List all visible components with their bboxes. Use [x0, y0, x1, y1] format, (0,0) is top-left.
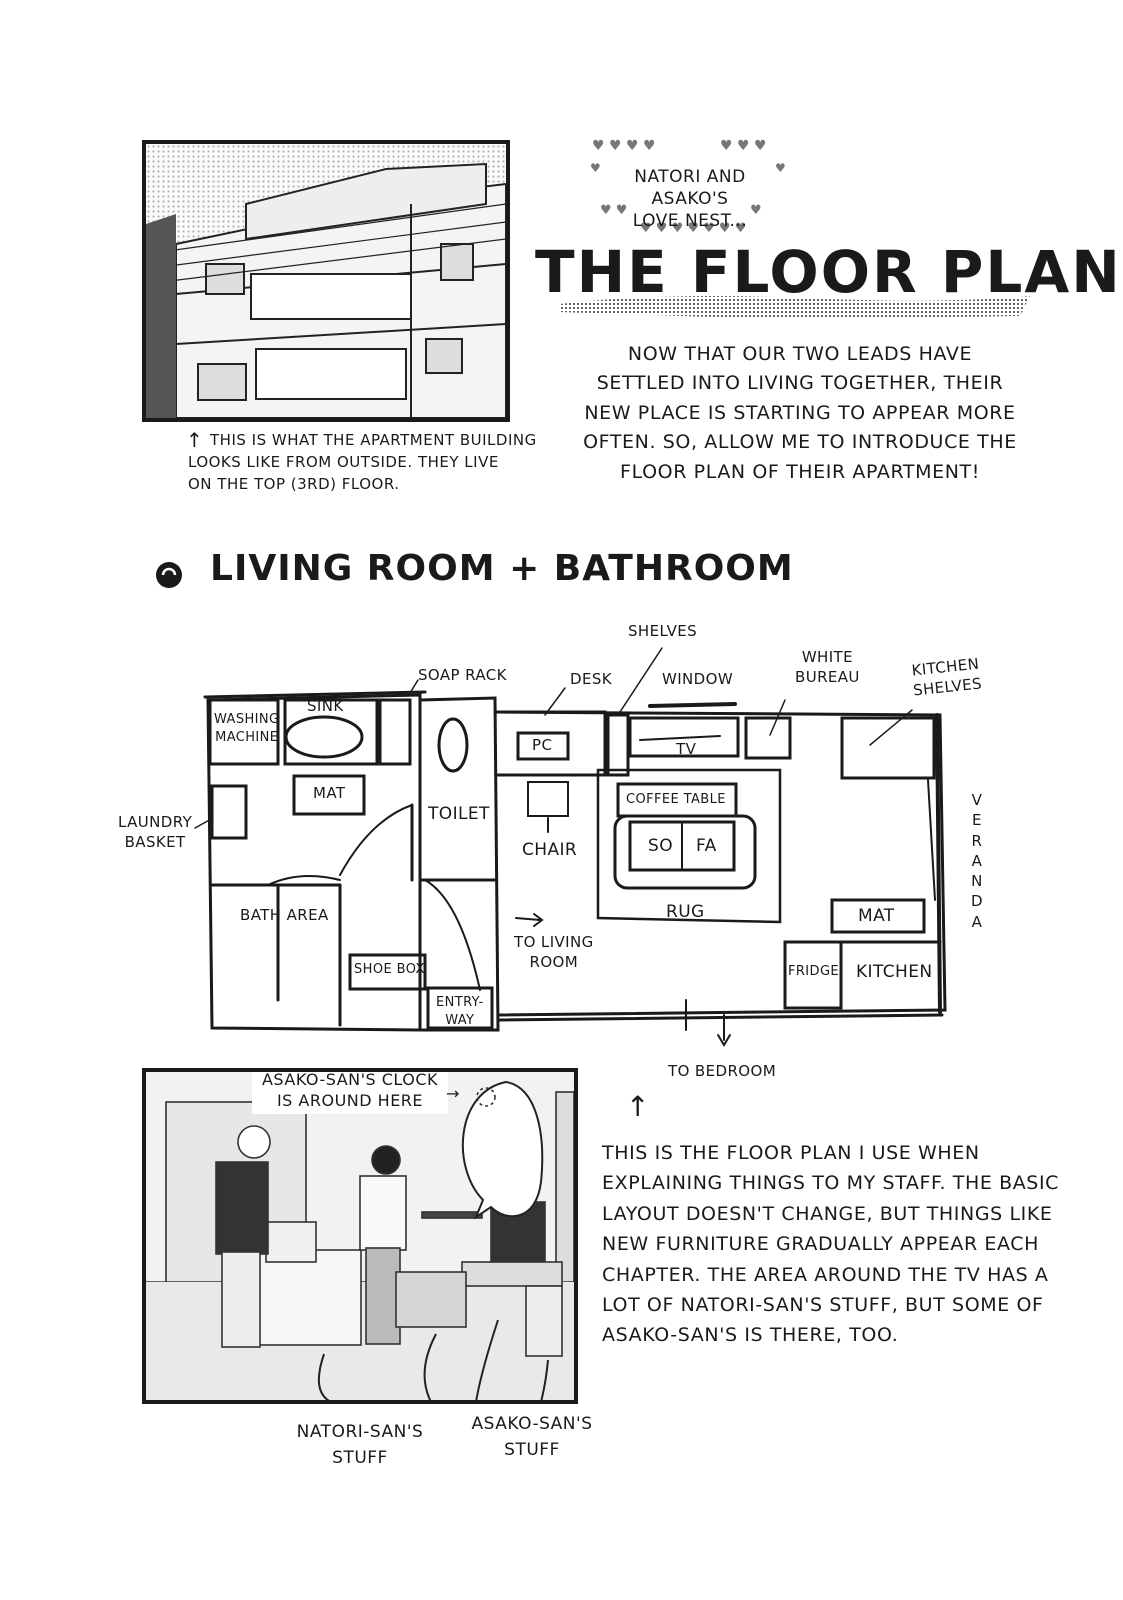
label-entryway: ENTRY- WAY — [436, 994, 484, 1029]
label-toilet: TOILET — [428, 804, 490, 824]
label-washing-machine: WASHING MACHINE — [214, 711, 280, 746]
explanation-line: EXPLAINING THINGS TO MY STAFF. THE BASIC — [602, 1172, 1060, 1195]
label-mat-kitchen: MAT — [858, 906, 895, 926]
floor-plan-walls — [194, 647, 947, 1047]
label-line: MACHINE — [215, 729, 279, 745]
natori-stuff-label: NATORI-SAN'S STUFF — [290, 1420, 430, 1471]
label-fridge: FRIDGE — [788, 964, 840, 979]
label-desk: DESK — [570, 670, 612, 688]
label-kitchen: KITCHEN — [856, 962, 933, 982]
building-caption-line: LOOKS LIKE FROM OUTSIDE. THEY LIVE — [188, 452, 499, 471]
title-underline-tone — [560, 290, 1030, 320]
intro-line: NOW THAT OUR TWO LEADS HAVE — [627, 343, 973, 365]
floor-plan: SHELVES SOAP RACK DESK WINDOW WHITE BURE… — [0, 600, 1123, 1100]
svg-text:♥ ♥: ♥ ♥ — [600, 203, 627, 218]
arrow-right-icon: → — [446, 1084, 460, 1103]
up-arrow-icon: ↑ — [186, 428, 204, 452]
label-bath-area: BATH AREA — [240, 906, 329, 924]
building-caption: ↑ THIS IS WHAT THE APARTMENT BUILDING LO… — [186, 428, 538, 495]
intro-line: OFTEN. SO, ALLOW ME TO INTRODUCE THE — [583, 431, 1017, 454]
up-arrow-icon: ↑ — [626, 1090, 650, 1123]
intro-paragraph: NOW THAT OUR TWO LEADS HAVE SETTLED INTO… — [580, 340, 1020, 487]
building-caption-line: ON THE TOP (3RD) FLOOR. — [188, 474, 400, 493]
label-mat-bath: MAT — [313, 784, 346, 802]
svg-text:♥ ♥ ♥ ♥ ♥ ♥ ♥: ♥ ♥ ♥ ♥ ♥ ♥ ♥ — [640, 221, 746, 236]
interior-illustration-panel: ASAKO-SAN'S CLOCK IS AROUND HERE → — [142, 1068, 578, 1404]
asako-stuff-label: ASAKO-SAN'S STUFF — [462, 1412, 602, 1463]
label-line: TO LIVING — [514, 933, 594, 951]
label-rug: RUG — [666, 902, 705, 922]
svg-text:♥ ♥ ♥: ♥ ♥ ♥ — [720, 138, 767, 154]
natori-stuff-line: NATORI-SAN'S — [296, 1422, 424, 1442]
label-window: WINDOW — [662, 670, 734, 688]
label-shelves: SHELVES — [628, 622, 698, 640]
page-title: THE FLOOR PLAN! — [535, 238, 1123, 306]
intro-line: NEW PLACE IS STARTING TO APPEAR MORE — [584, 401, 1016, 424]
label-veranda: VERANDA — [970, 791, 984, 931]
intro-line: FLOOR PLAN OF THEIR APARTMENT! — [620, 460, 980, 483]
label-line: WASHING — [214, 712, 280, 727]
label-kitchen-shelves: KITCHEN SHELVES — [910, 654, 983, 700]
living-room-drawing — [146, 1072, 574, 1400]
clock-caption-line: IS AROUND HERE — [276, 1090, 424, 1110]
natori-stuff-line: STUFF — [332, 1447, 388, 1468]
tagline-line: LOVE NEST... — [632, 211, 748, 232]
label-sink: SINK — [307, 697, 344, 715]
hearts-decoration: ♥ ♥ ♥ ♥ ♥ ♥ ♥ ♥ ♥ ♥ ♥ ♥ ♥ ♥ ♥ ♥ ♥ ♥ ♥ — [590, 136, 790, 236]
label-line: ROOM — [529, 953, 579, 972]
explanation-line: NEW FURNITURE GRADUALLY APPEAR EACH — [602, 1233, 1040, 1256]
building-caption-line: THIS IS WHAT THE APARTMENT BUILDING — [210, 431, 537, 449]
label-white-bureau: WHITE BUREAU — [795, 648, 860, 687]
explanation-line: CHAPTER. THE AREA AROUND THE TV HAS A — [602, 1263, 1049, 1286]
asako-stuff-line: ASAKO-SAN'S — [471, 1414, 593, 1434]
svg-text:♥ ♥ ♥ ♥: ♥ ♥ ♥ ♥ — [592, 138, 656, 154]
label-to-bedroom: TO BEDROOM — [668, 1062, 777, 1080]
explanation-line: LOT OF NATORI-SAN'S STUFF, BUT SOME OF — [602, 1293, 1044, 1316]
label-laundry-basket: LAUNDRY BASKET — [118, 812, 192, 853]
label-sofa-left: SO — [648, 836, 673, 856]
explanation-line: ASAKO-SAN'S IS THERE, TOO. — [602, 1324, 899, 1347]
label-sofa-right: FA — [696, 836, 717, 856]
tagline: NATORI AND ASAKO'S LOVE NEST... — [594, 166, 786, 232]
section-bullet-icon — [154, 560, 184, 590]
tagline-line: NATORI AND ASAKO'S — [634, 167, 746, 210]
tone-swash — [560, 296, 1030, 318]
label-line: WHITE — [801, 648, 853, 666]
label-line: LAUNDRY — [118, 813, 193, 831]
label-tv: TV — [676, 740, 697, 758]
explanation-line: THIS IS THE FLOOR PLAN I USE WHEN — [602, 1142, 980, 1164]
label-coffee-table: COFFEE TABLE — [626, 792, 726, 807]
intro-line: SETTLED INTO LIVING TOGETHER, THEIR — [596, 372, 1004, 395]
clock-caption: ASAKO-SAN'S CLOCK IS AROUND HERE — [252, 1070, 448, 1114]
label-line: WAY — [445, 1012, 475, 1028]
label-line: ENTRY- — [436, 995, 484, 1010]
clock-caption-line: ASAKO-SAN'S CLOCK — [261, 1070, 439, 1089]
svg-text:♥: ♥ — [775, 161, 786, 175]
label-to-living-room: TO LIVING ROOM — [514, 932, 594, 973]
label-shoe-box: SHOE BOX — [354, 962, 425, 977]
label-pc: PC — [532, 736, 553, 754]
label-chair: CHAIR — [522, 840, 578, 860]
label-soap-rack: SOAP RACK — [418, 666, 507, 684]
explanation-line: LAYOUT DOESN'T CHANGE, BUT THINGS LIKE — [602, 1202, 1053, 1225]
asako-stuff-line: STUFF — [504, 1439, 560, 1460]
section-title: LIVING ROOM + BATHROOM — [210, 548, 794, 589]
heart-icons: ♥ ♥ ♥ ♥ ♥ ♥ ♥ ♥ ♥ ♥ ♥ ♥ ♥ ♥ ♥ ♥ ♥ ♥ ♥ — [590, 138, 786, 236]
building-illustration-panel — [142, 140, 510, 422]
svg-text:♥: ♥ — [590, 161, 601, 175]
explanation-paragraph: THIS IS THE FLOOR PLAN I USE WHEN EXPLAI… — [602, 1138, 1072, 1351]
svg-text:♥: ♥ — [750, 203, 762, 218]
apartment-building-drawing — [146, 144, 506, 418]
label-line: BUREAU — [795, 667, 860, 686]
label-line: BASKET — [124, 833, 186, 852]
